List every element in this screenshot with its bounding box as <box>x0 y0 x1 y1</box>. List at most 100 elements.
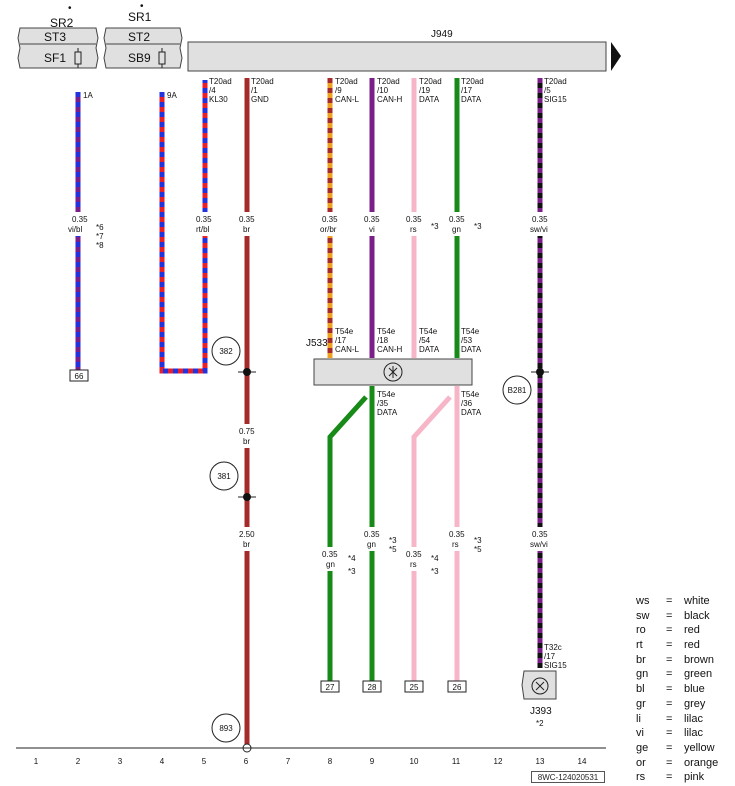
svg-text:/19: /19 <box>419 86 431 95</box>
svg-text:0.35: 0.35 <box>406 550 422 559</box>
svg-text:*5: *5 <box>389 545 397 554</box>
svg-text:/17: /17 <box>544 652 556 661</box>
legend-row: ro=red <box>636 624 700 637</box>
footnotes: *6 *7 *8 *3 *3 *4 *3 *3 *5 *4 *3 *3 *5 <box>96 222 482 576</box>
svg-text:vi: vi <box>369 225 375 234</box>
svg-text:T20ad: T20ad <box>335 77 358 86</box>
svg-text:DATA: DATA <box>461 408 482 417</box>
arrow-right-icon <box>611 42 621 71</box>
svg-text:gn: gn <box>326 560 335 569</box>
svg-text:/4: /4 <box>209 86 216 95</box>
svg-text:*3: *3 <box>474 222 482 231</box>
svg-text:13: 13 <box>536 757 545 766</box>
legend-row: or=orange <box>636 756 719 769</box>
svg-text:/35: /35 <box>377 399 389 408</box>
svg-text:/53: /53 <box>461 336 473 345</box>
ground-point-382: 382 <box>211 336 241 366</box>
relay-sr2: SR2 • ST3 SF1 <box>17 3 99 69</box>
svg-text:T54e: T54e <box>377 327 396 336</box>
svg-text:28: 28 <box>368 683 377 692</box>
legend-row: br=brown <box>636 653 714 666</box>
output-ref: 66 <box>69 369 89 382</box>
svg-text:rs: rs <box>452 540 459 549</box>
svg-text:0.35: 0.35 <box>239 215 255 224</box>
output-ref: 27 <box>320 680 340 693</box>
relay-sr2-label: SR2 <box>50 16 74 30</box>
svg-text:0.35: 0.35 <box>364 530 380 539</box>
svg-text:/10: /10 <box>377 86 389 95</box>
svg-text:*3: *3 <box>431 222 439 231</box>
module-j393: J393 *2 <box>521 670 557 728</box>
legend-row: rt=red <box>636 639 700 652</box>
svg-text:4: 4 <box>160 757 165 766</box>
svg-text:/54: /54 <box>419 336 431 345</box>
svg-text:*3: *3 <box>348 567 356 576</box>
grid-scale: 1 2 3 4 5 6 7 8 9 10 11 12 13 14 <box>16 747 606 766</box>
legend-row: vi=lilac <box>636 727 703 740</box>
ground-point-893: 893 <box>211 713 241 743</box>
svg-text:KL30: KL30 <box>209 95 228 104</box>
module-j949-label: J949 <box>431 29 453 40</box>
svg-text:12: 12 <box>494 757 503 766</box>
svg-text:DATA: DATA <box>461 95 482 104</box>
svg-text:26: 26 <box>453 683 462 692</box>
legend-row: gn=green <box>636 668 713 681</box>
svg-text:8: 8 <box>328 757 333 766</box>
output-ref: 26 <box>447 680 467 693</box>
legend-row: gr=grey <box>636 697 706 710</box>
relay-sr2-marker: • <box>68 3 72 14</box>
ground-point-b281: B281 <box>502 375 532 405</box>
svg-text:CAN-L: CAN-L <box>335 95 360 104</box>
legend-row: li=lilac <box>636 712 703 725</box>
svg-text:/18: /18 <box>377 336 389 345</box>
relay-sr1-marker: • <box>140 1 144 12</box>
output-ref: 28 <box>362 680 382 693</box>
svg-text:CAN-H: CAN-H <box>377 345 403 354</box>
module-j949: J949 <box>187 29 621 72</box>
svg-text:*6: *6 <box>96 223 104 232</box>
svg-text:0.35: 0.35 <box>532 530 548 539</box>
svg-text:T32c: T32c <box>544 643 562 652</box>
svg-text:0.35: 0.35 <box>322 215 338 224</box>
svg-text:T20ad: T20ad <box>377 77 400 86</box>
svg-text:T54e: T54e <box>419 327 438 336</box>
svg-text:vi/bl: vi/bl <box>68 225 82 234</box>
svg-text:2.50: 2.50 <box>239 530 255 539</box>
svg-text:gn: gn <box>367 540 376 549</box>
svg-text:1: 1 <box>34 757 39 766</box>
relay-sr1-lower: SB9 <box>128 51 151 65</box>
svg-text:rs: rs <box>410 225 417 234</box>
svg-text:B281: B281 <box>508 386 527 395</box>
svg-text:T54e: T54e <box>335 327 354 336</box>
svg-text:382: 382 <box>219 347 233 356</box>
svg-text:0.35: 0.35 <box>449 215 465 224</box>
svg-text:T54e: T54e <box>461 390 480 399</box>
svg-text:br: br <box>243 225 250 234</box>
svg-text:T20ad: T20ad <box>251 77 274 86</box>
legend-row: sw=black <box>636 609 710 622</box>
j393-pin: T32c /17 SIG15 <box>544 643 567 670</box>
svg-text:DATA: DATA <box>461 345 482 354</box>
relay-sr2-terminal: 1A <box>83 91 93 100</box>
svg-text:gn: gn <box>452 225 461 234</box>
document-id: 8WC-124020531 <box>531 771 605 783</box>
svg-text:*5: *5 <box>474 545 482 554</box>
svg-text:0.35: 0.35 <box>364 215 380 224</box>
